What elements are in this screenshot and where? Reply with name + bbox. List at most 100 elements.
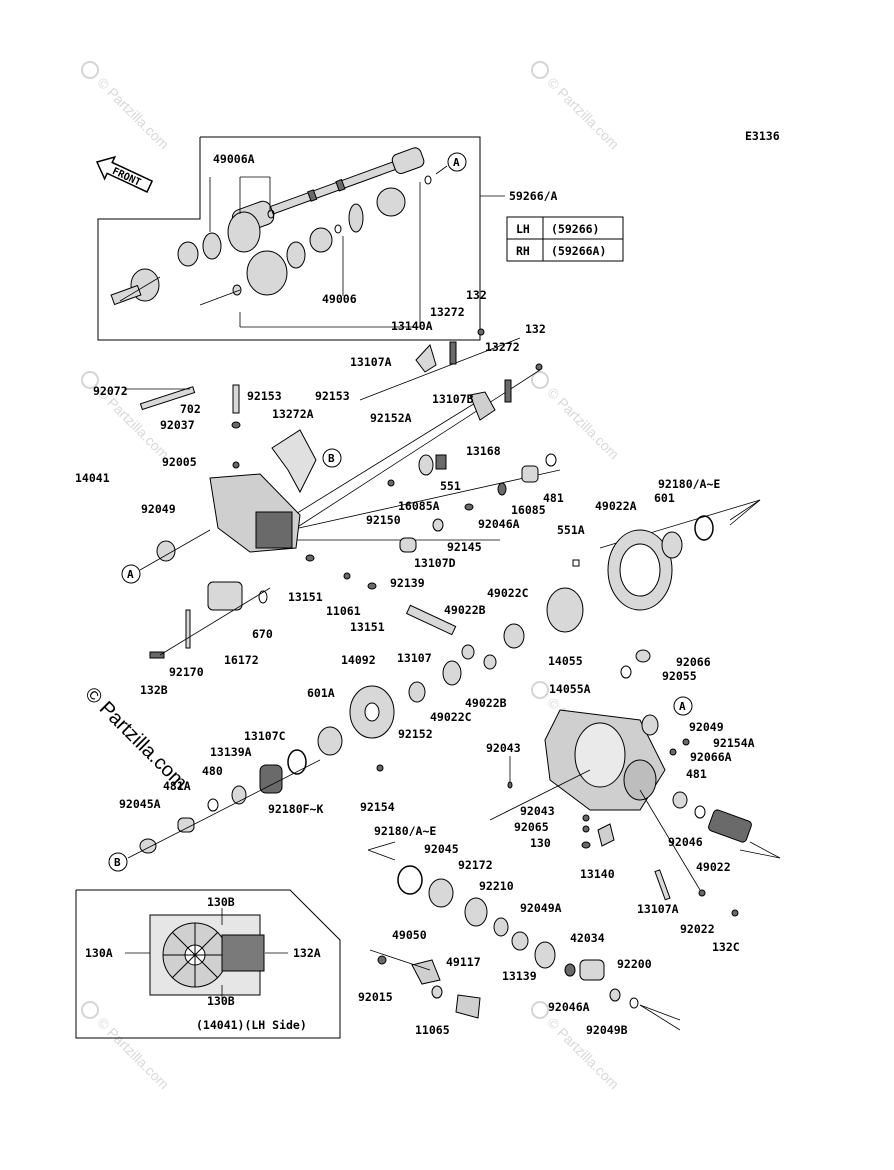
drive-shaft-group: 59266/A FRONT bbox=[95, 136, 558, 341]
label-49117: 49117 bbox=[446, 955, 481, 969]
label-551A: 551A bbox=[557, 523, 585, 537]
watermark-text: © Partzilla.com bbox=[544, 74, 622, 152]
inset-caption: (14041)(LH Side) bbox=[196, 1018, 307, 1032]
label-92065: 92065 bbox=[514, 820, 549, 834]
label-11061: 11061 bbox=[326, 604, 361, 618]
label-601A: 601A bbox=[307, 686, 335, 700]
label-92180-ae: 92180/A~E bbox=[374, 824, 436, 838]
label-130B: 130B bbox=[207, 994, 235, 1008]
label-49022B: 49022B bbox=[444, 603, 486, 617]
label-13140A: 13140A bbox=[391, 319, 433, 333]
label-92153: 92153 bbox=[315, 389, 350, 403]
side-table: LH (59266) RH (59266A) bbox=[506, 216, 624, 262]
lower-labels: 92049 92154A 92043 92066A 481 92043 9206… bbox=[358, 720, 755, 1037]
label-92046A: 92046A bbox=[478, 517, 520, 531]
label-49022C: 49022C bbox=[487, 586, 529, 600]
upper-labels: 132 13272 13140A 132 13272 13107A 92072 … bbox=[75, 288, 720, 697]
label-13151: 13151 bbox=[350, 620, 385, 634]
label-702: 702 bbox=[180, 402, 201, 416]
label-49006A: 49006A bbox=[213, 152, 255, 166]
label-92066: 92066 bbox=[676, 655, 711, 669]
label-92200: 92200 bbox=[617, 957, 652, 971]
label-13272: 13272 bbox=[485, 340, 520, 354]
label-92037: 92037 bbox=[160, 418, 195, 432]
label-130: 130 bbox=[530, 836, 551, 850]
upper-housing-group: B A bbox=[121, 328, 561, 659]
label-92049: 92049 bbox=[141, 502, 176, 516]
label-92145: 92145 bbox=[447, 540, 482, 554]
label-481: 481 bbox=[543, 491, 564, 505]
label-92152: 92152 bbox=[398, 727, 433, 741]
label-132A: 132A bbox=[293, 946, 321, 960]
label-132: 132 bbox=[466, 288, 487, 302]
label-481: 481 bbox=[686, 767, 707, 781]
label-92172: 92172 bbox=[458, 858, 493, 872]
lower-housing-group: A bbox=[367, 696, 781, 1031]
label-92045A: 92045A bbox=[119, 797, 161, 811]
label-92015: 92015 bbox=[358, 990, 393, 1004]
table-side-lh: LH bbox=[516, 222, 530, 236]
table-part-rh: (59266A) bbox=[551, 244, 606, 258]
label-13272: 13272 bbox=[430, 305, 465, 319]
label-92170: 92170 bbox=[169, 665, 204, 679]
label-92046: 92046 bbox=[668, 835, 703, 849]
label-13139A: 13139A bbox=[210, 745, 252, 759]
middle-gears-group: B bbox=[108, 499, 761, 872]
label-92139: 92139 bbox=[390, 576, 425, 590]
label-601: 601 bbox=[654, 491, 675, 505]
label-92210: 92210 bbox=[479, 879, 514, 893]
label-132B: 132B bbox=[140, 683, 168, 697]
watermark-text: © Partzilla.com bbox=[544, 384, 622, 462]
label-14055A: 14055A bbox=[549, 682, 591, 696]
label-92043: 92043 bbox=[520, 804, 555, 818]
label-92055: 92055 bbox=[662, 669, 697, 683]
label-92049A: 92049A bbox=[520, 901, 562, 915]
callout-A: A bbox=[127, 568, 134, 581]
label-13107A: 13107A bbox=[637, 902, 679, 916]
label-16085A: 16085A bbox=[398, 499, 440, 513]
label-13107A: 13107A bbox=[350, 355, 392, 369]
label-92022: 92022 bbox=[680, 922, 715, 936]
label-49022: 49022 bbox=[696, 860, 731, 874]
label-132C: 132C bbox=[712, 940, 740, 954]
label-92154: 92154 bbox=[360, 800, 395, 814]
label-92049B: 92049B bbox=[586, 1023, 628, 1037]
label-13140: 13140 bbox=[580, 867, 615, 881]
callout-A: A bbox=[453, 156, 460, 169]
table-side-rh: RH bbox=[516, 244, 530, 258]
label-13107C: 13107C bbox=[244, 729, 286, 743]
inset-box: 130B 130A 132A 130B (14041)(LH Side) bbox=[75, 889, 341, 1039]
label-92152A: 92152A bbox=[370, 411, 412, 425]
label-130B: 130B bbox=[207, 895, 235, 909]
label-16172: 16172 bbox=[224, 653, 259, 667]
label-130A: 130A bbox=[85, 946, 113, 960]
label-92005: 92005 bbox=[162, 455, 197, 469]
assembly-ref-label: 59266/A bbox=[509, 189, 558, 203]
label-13168: 13168 bbox=[466, 444, 501, 458]
label-13107D: 13107D bbox=[414, 556, 456, 570]
label-481A: 481A bbox=[163, 779, 191, 793]
watermark-text: © Partzilla.com bbox=[94, 1014, 172, 1092]
label-92180-ae: 92180/A~E bbox=[658, 477, 720, 491]
label-16085: 16085 bbox=[511, 503, 546, 517]
label-92066A: 92066A bbox=[690, 750, 732, 764]
label-13139: 13139 bbox=[502, 969, 537, 983]
label-42034: 42034 bbox=[570, 931, 605, 945]
label-49050: 49050 bbox=[392, 928, 427, 942]
label-92046A: 92046A bbox=[548, 1000, 590, 1014]
label-551: 551 bbox=[440, 479, 461, 493]
label-92049: 92049 bbox=[689, 720, 724, 734]
middle-labels: 601A 14055A 49022B 49022C 13107C 92152 1… bbox=[119, 682, 591, 816]
diagram-code: E3136 bbox=[745, 129, 780, 143]
side-watermark: © Partzilla.com bbox=[80, 683, 191, 794]
callout-B: B bbox=[114, 856, 121, 869]
table-part-lh: (59266) bbox=[551, 222, 599, 236]
label-49022B: 49022B bbox=[465, 696, 507, 710]
label-92045: 92045 bbox=[424, 842, 459, 856]
label-92154A: 92154A bbox=[713, 736, 755, 750]
watermark-text: © Partzilla.com bbox=[94, 74, 172, 152]
label-480: 480 bbox=[202, 764, 223, 778]
label-49006: 49006 bbox=[322, 292, 357, 306]
label-92180F-K: 92180F~K bbox=[268, 802, 323, 816]
